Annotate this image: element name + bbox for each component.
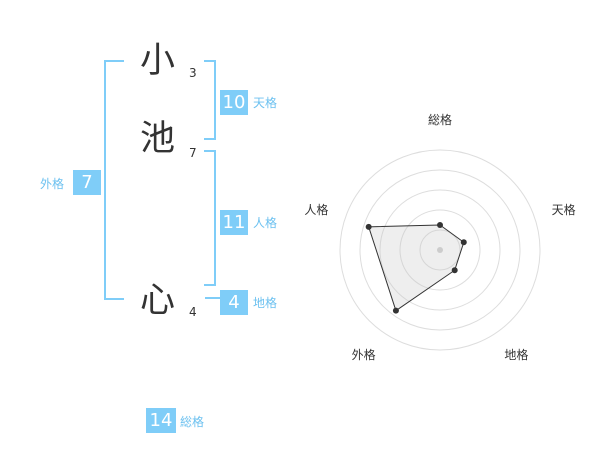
radar-center-dot	[437, 247, 443, 253]
radar-axis-label: 人格	[304, 202, 328, 217]
chikaku-badge: 4	[220, 290, 248, 315]
radar-point	[365, 223, 372, 230]
name-char-1: 小	[140, 41, 176, 81]
chikaku-bracket	[205, 297, 220, 299]
radar-point	[392, 307, 399, 314]
radar-ring	[359, 169, 521, 331]
name-char-3: 心	[140, 281, 176, 321]
stroke-count-3: 4	[189, 305, 197, 319]
radar-point	[437, 222, 443, 228]
tenkaku-label: 天格	[253, 96, 278, 110]
jinkaku-bracket	[204, 150, 216, 286]
gaikaku-bracket	[104, 60, 124, 300]
radar-axis-label: 天格	[552, 202, 576, 217]
radar-axis-label: 地格	[504, 347, 528, 362]
radar-ring	[399, 209, 481, 291]
stroke-count-2: 7	[189, 146, 197, 160]
name-char-2: 池	[140, 119, 176, 159]
soukaku-label: 総格	[180, 415, 205, 429]
radar-ring	[379, 189, 501, 311]
gaikaku-label: 外格	[40, 177, 65, 191]
gaikaku-badge: 7	[73, 170, 101, 195]
radar-axis-label: 総格	[428, 112, 452, 127]
tenkaku-bracket	[204, 60, 216, 140]
radar-ring	[339, 149, 541, 351]
radar-point	[451, 267, 458, 274]
radar-ring	[419, 229, 461, 271]
radar-area	[367, 224, 465, 312]
radar-point	[460, 239, 467, 246]
stroke-count-1: 3	[189, 66, 197, 80]
jinkaku-badge: 11	[220, 210, 248, 235]
tenkaku-badge: 10	[220, 90, 248, 115]
radar-axis-label: 外格	[352, 347, 376, 362]
jinkaku-label: 人格	[253, 216, 278, 230]
soukaku-badge: 14	[146, 408, 176, 433]
chikaku-label: 地格	[253, 296, 278, 310]
